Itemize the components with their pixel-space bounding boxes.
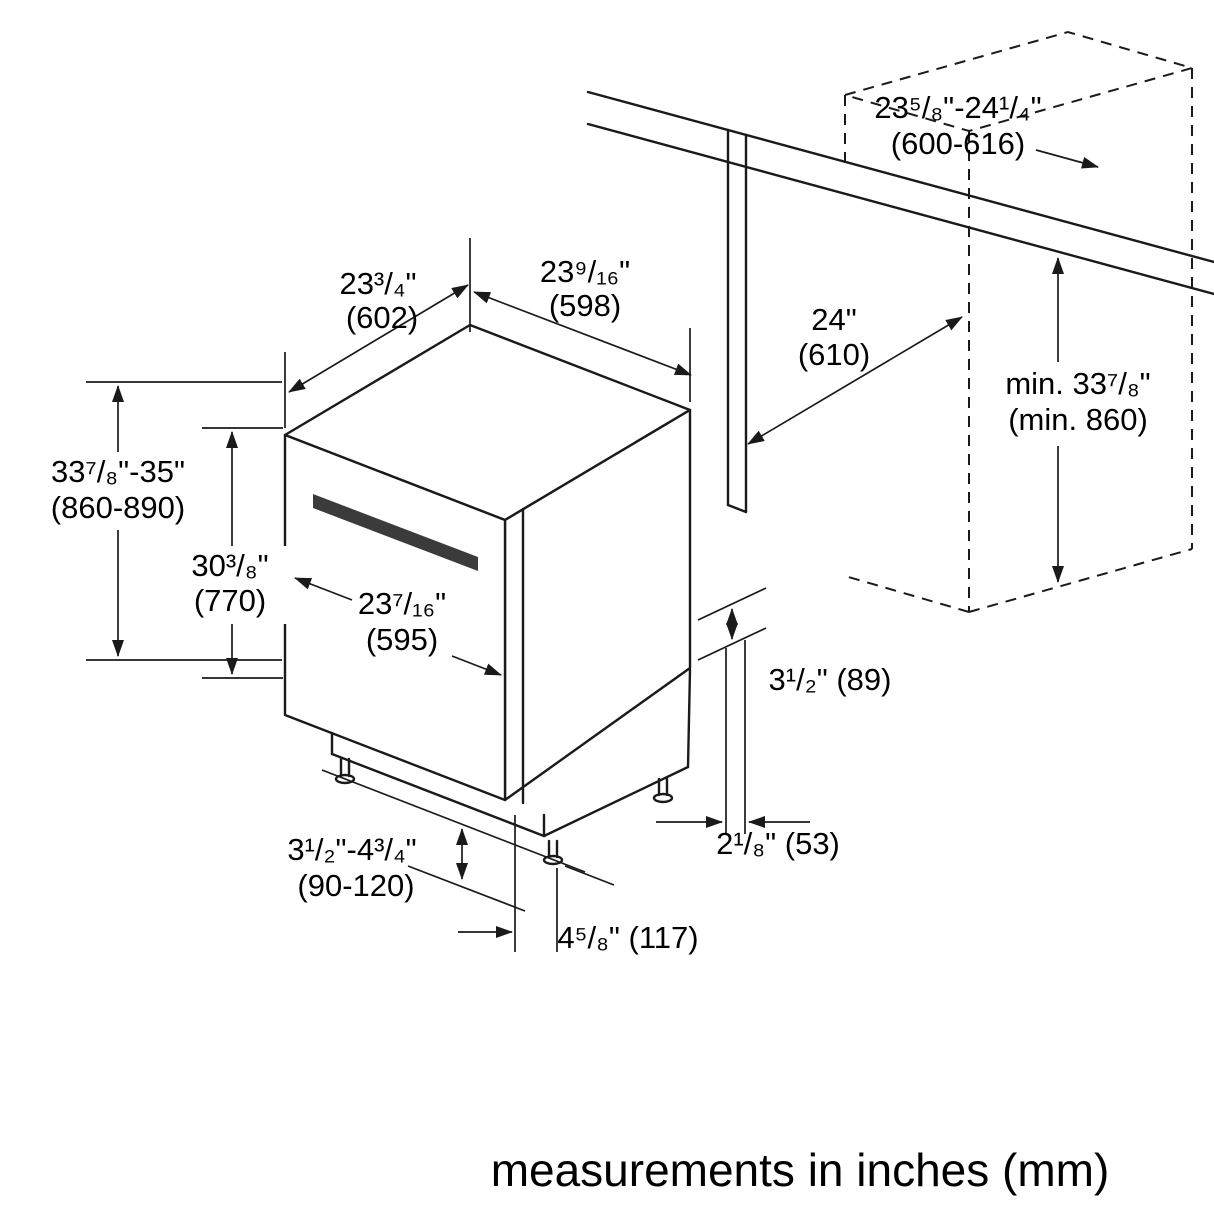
cabinet-dashed-outline — [841, 30, 1196, 613]
label-backer — [172, 546, 292, 624]
label-top-width-mm: (602) — [346, 300, 418, 335]
label-backer — [975, 362, 1190, 446]
label-cabinet-depth-in: 23⁵/₈"-24¹/₄" — [874, 90, 1041, 125]
label-foot-setback: 4⁵/₈" (117) — [557, 920, 698, 955]
adjustable-feet — [334, 757, 674, 866]
countertop-lines — [586, 90, 1214, 514]
label-appliance-height-in: 30³/₈" — [191, 548, 268, 583]
label-door-width-mm: (595) — [366, 622, 438, 657]
label-top-depth-in: 23⁹/₁₆" — [540, 254, 630, 289]
caption-units: measurements in inches (mm) — [491, 1144, 1110, 1196]
dishwasher-body — [283, 323, 692, 873]
floor-line — [321, 769, 586, 873]
label-leg-range-in: 3¹/₂"-4³/₄" — [287, 832, 416, 867]
label-cabinet-depth-mm: (600-616) — [891, 126, 1025, 161]
label-niche-height-in: 33⁷/₈"-35" — [51, 454, 185, 489]
label-opening-width-in: 24" — [811, 302, 857, 337]
door-handle-bar — [313, 494, 478, 571]
label-appliance-height-mm: (770) — [194, 583, 266, 618]
label-backer — [20, 452, 216, 530]
label-opening-width-mm: (610) — [798, 337, 870, 372]
label-cabinet-height-in: min. 33⁷/₈" — [1005, 366, 1150, 401]
label-door-width-in: 23⁷/₁₆" — [358, 586, 446, 621]
label-cabinet-height-mm: (min. 860) — [1008, 402, 1148, 437]
dimension-lines — [86, 149, 1099, 952]
label-niche-height-mm: (860-890) — [51, 490, 185, 525]
label-toe-kick: 3¹/₂" (89) — [769, 662, 892, 697]
dishwasher-base — [330, 668, 692, 838]
label-top-width-in: 23³/₄" — [339, 266, 416, 301]
label-rear-offset: 2¹/₈" (53) — [716, 826, 840, 861]
label-top-depth-mm: (598) — [549, 288, 621, 323]
label-leg-range-mm: (90-120) — [297, 868, 414, 903]
